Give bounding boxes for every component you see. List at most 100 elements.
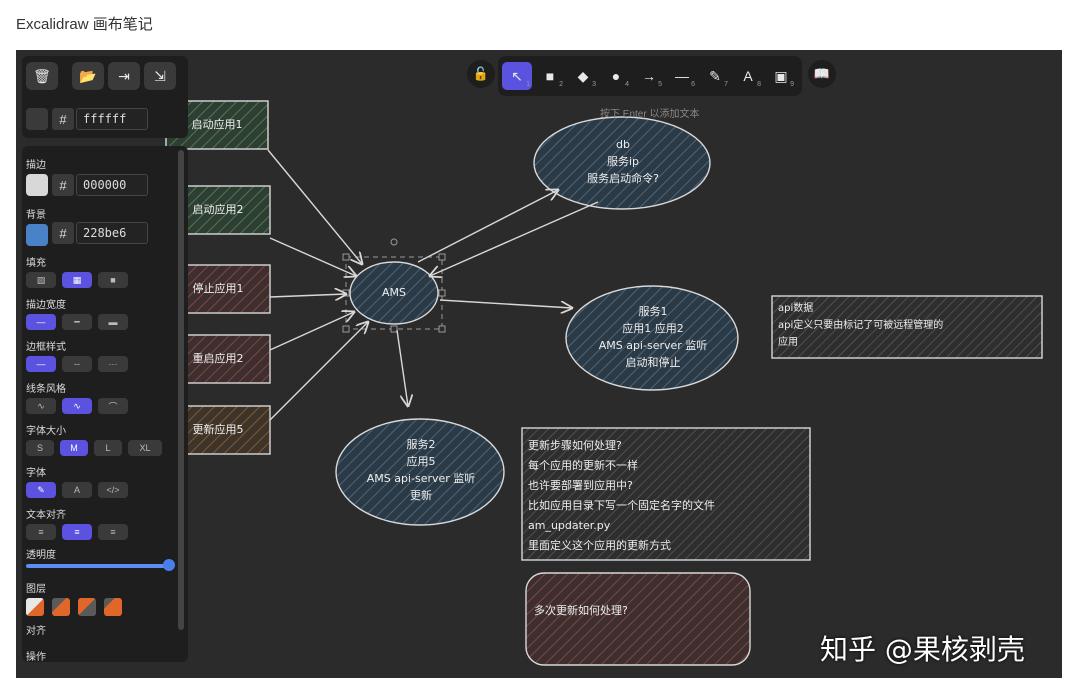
db-line-3: 服务启动命令?: [587, 172, 659, 185]
text-align-label: 文本对齐: [26, 510, 66, 521]
pencil-key: 7: [724, 81, 728, 88]
db-line-1: db: [616, 138, 630, 151]
watermark: 知乎 @果核剥壳: [820, 633, 1025, 666]
panel-scrollbar[interactable]: [178, 150, 184, 630]
db-line-2: 服务ip: [606, 155, 640, 168]
opacity-slider-thumb[interactable]: [163, 559, 175, 571]
library-icon[interactable]: 📖: [808, 60, 836, 88]
text-align-right[interactable]: ≡: [98, 524, 128, 540]
fill-label: 填充: [26, 258, 46, 269]
background-hash: #: [52, 222, 74, 244]
note1-line-2: api定义只要由标记了可被远程管理的: [778, 320, 944, 331]
selection-key: 1: [526, 81, 530, 88]
db-ellipse: [533, 116, 711, 210]
service2-line-2: 应用5: [406, 455, 436, 468]
font-size-m[interactable]: M: [60, 440, 88, 456]
update-line-5: am_updater.py: [528, 519, 611, 532]
stroke-width-extra-bold[interactable]: ▬: [98, 314, 128, 330]
left-box-label-4: 重启应用2: [192, 352, 244, 365]
stroke-style-label: 边框样式: [26, 342, 66, 353]
image-icon[interactable]: ▣9: [766, 62, 796, 90]
ellipse-glyph: ●: [611, 68, 621, 84]
line-icon[interactable]: —6: [667, 62, 697, 90]
align-label: 对齐: [26, 626, 46, 637]
pencil-icon[interactable]: ✎7: [700, 62, 730, 90]
text-glyph: A: [743, 68, 753, 84]
bring-forward-icon[interactable]: [78, 598, 96, 616]
font-family-label: 字体: [26, 468, 46, 479]
diamond-icon[interactable]: ◆3: [568, 62, 598, 90]
background-swatch[interactable]: [26, 224, 48, 246]
send-backward-icon[interactable]: [52, 598, 70, 616]
stroke-width-bold[interactable]: ━: [62, 314, 92, 330]
diamond-key: 3: [592, 81, 596, 88]
actions-label: 操作: [26, 652, 46, 663]
update-line-3: 也许要部署到应用中?: [528, 479, 633, 492]
fill-solid-option[interactable]: ■: [98, 272, 128, 288]
ams-ellipse: [349, 261, 439, 325]
page-title: Excalidraw 画布笔记: [16, 16, 153, 33]
update-line-4: 比如应用目录下写一个固定名字的文件: [528, 499, 715, 512]
stroke-swatch[interactable]: [26, 174, 48, 196]
diamond-glyph: ◆: [577, 67, 589, 84]
service1-line-4: 启动和停止: [625, 356, 681, 369]
folder-open-icon[interactable]: 📂: [72, 62, 104, 90]
stroke-style-dotted[interactable]: ···: [98, 356, 128, 372]
service2-line-4: 更新: [410, 489, 432, 502]
note1-line-3: 应用: [778, 337, 798, 348]
font-size-s[interactable]: S: [26, 440, 54, 456]
stroke-width-label: 描边宽度: [26, 300, 66, 311]
canvas-bg-swatch[interactable]: [26, 108, 48, 130]
sloppiness-architect[interactable]: ∿: [26, 398, 56, 414]
export-image-icon[interactable]: ⇲: [144, 62, 176, 90]
update-note-box: [521, 427, 811, 561]
stroke-style-dashed[interactable]: --: [62, 356, 92, 372]
service1-note-box: [771, 295, 1043, 359]
text-key: 8: [757, 81, 761, 88]
text-align-center[interactable]: ≡: [62, 524, 92, 540]
arrow-glyph: →: [642, 68, 656, 84]
arrow-key: 5: [658, 81, 662, 88]
sloppiness-cartoonist[interactable]: ⌒: [98, 398, 128, 414]
bring-to-front-icon[interactable]: [104, 598, 122, 616]
db-node-text: db 服务ip 服务启动命令?: [538, 136, 708, 187]
ellipse-key: 4: [625, 81, 629, 88]
update-line-1: 更新步骤如何处理?: [528, 439, 622, 452]
arrow-icon[interactable]: →5: [634, 62, 664, 90]
excalidraw-canvas[interactable]: 启动应用1 启动应用2 停止应用1 重启应用2 更新应用5 db 服务ip 服务…: [16, 50, 1062, 678]
stroke-input[interactable]: 000000: [76, 174, 148, 196]
send-to-back-icon[interactable]: [26, 598, 44, 616]
sloppiness-artist[interactable]: ∿: [62, 398, 92, 414]
service2-line-3: AMS api-server 监听: [366, 472, 476, 485]
canvas-bg-input[interactable]: ffffff: [76, 108, 148, 130]
note1-line-1: api数据: [778, 303, 814, 314]
font-size-l[interactable]: L: [94, 440, 122, 456]
selection-icon[interactable]: ↖1: [502, 62, 532, 90]
rectangle-glyph: ■: [545, 68, 555, 84]
fill-crosshatch-option[interactable]: ▦: [62, 272, 92, 288]
fill-hachure-option[interactable]: ▨: [26, 272, 56, 288]
opacity-slider-track[interactable]: [26, 564, 172, 568]
toolbar-hint: 按下 Enter 以添加文本: [600, 109, 700, 120]
question-box: [525, 572, 751, 666]
rectangle-icon[interactable]: ■2: [535, 62, 565, 90]
service1-note-text: api数据 api定义只要由标记了可被远程管理的 应用: [778, 300, 1040, 351]
properties-panel: 描边 # 000000 背景 # 228be6 填充 ▨ ▦ ■ 描边宽度 — …: [22, 146, 188, 663]
stroke-style-solid[interactable]: —: [26, 356, 56, 372]
ellipse-icon[interactable]: ●4: [601, 62, 631, 90]
text-align-left[interactable]: ≡: [26, 524, 56, 540]
font-family-code[interactable]: </>: [98, 482, 128, 498]
stroke-hash: #: [52, 174, 74, 196]
lock-icon[interactable]: 🔓: [467, 60, 495, 88]
stroke-width-thin[interactable]: —: [26, 314, 56, 330]
line-glyph: —: [675, 68, 689, 84]
font-size-xl[interactable]: XL: [128, 440, 162, 456]
trash-icon[interactable]: 🗑: [26, 62, 58, 90]
font-family-handdrawn[interactable]: ✎: [26, 482, 56, 498]
ams-node-text: AMS: [382, 286, 406, 299]
export-icon[interactable]: ⇥: [108, 62, 140, 90]
font-family-normal[interactable]: A: [62, 482, 92, 498]
background-input[interactable]: 228be6: [76, 222, 148, 244]
